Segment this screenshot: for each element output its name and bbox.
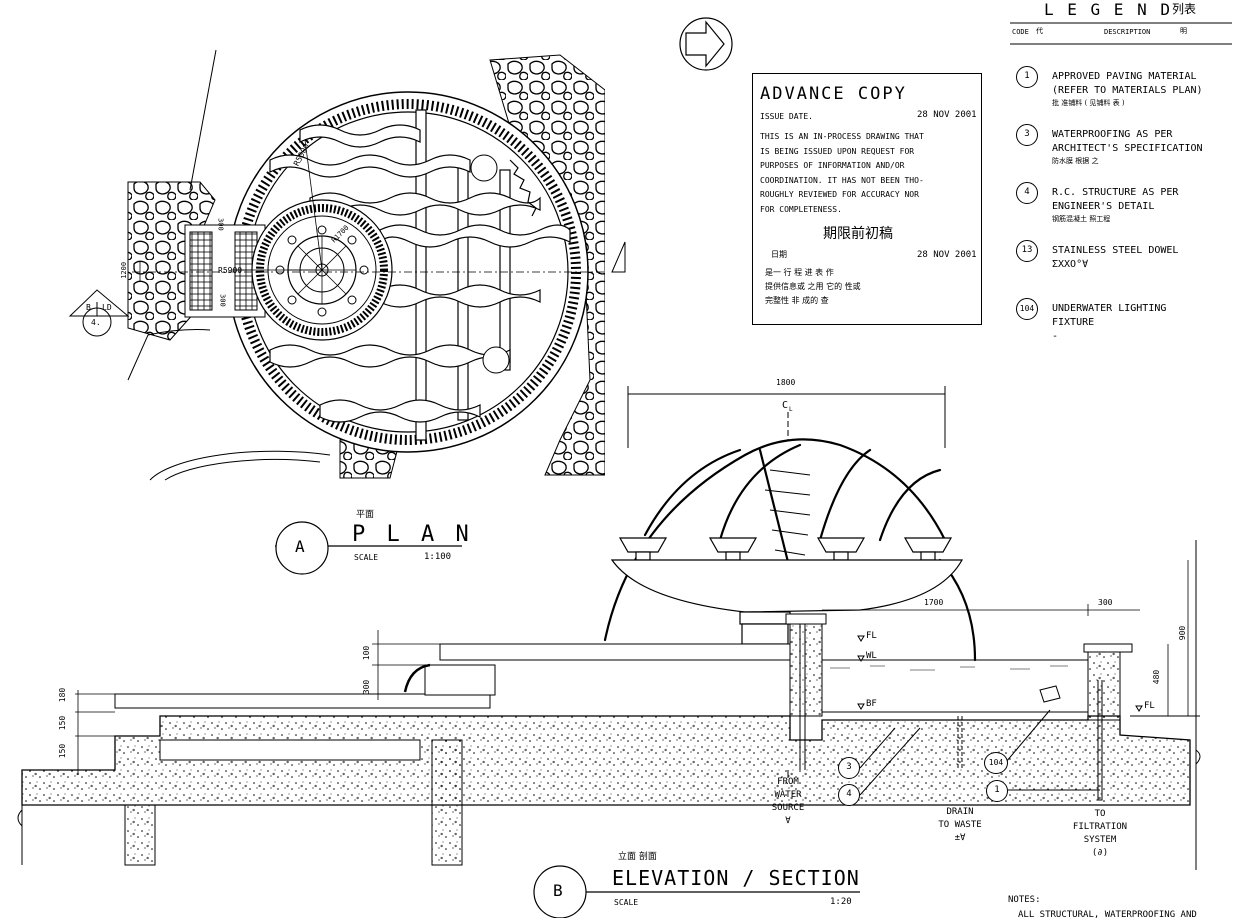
plan-title-cn: 平面 bbox=[356, 510, 375, 520]
filtration-note: TO FILTRATION SYSTEM (∂) bbox=[1072, 809, 1128, 858]
tag-104: 104 bbox=[984, 752, 1008, 774]
level-wl: WL bbox=[866, 651, 877, 661]
advance-copy-box: ADVANCE COPY ISSUE DATE. 28 NOV 2001 THI… bbox=[752, 73, 982, 325]
advance-cn-title: 期限前初稿 bbox=[823, 226, 893, 242]
plan-scale: 1:100 bbox=[424, 552, 452, 562]
dim-100: 100 bbox=[362, 645, 372, 661]
dim-1700: 1700 bbox=[924, 598, 944, 607]
centerline-l: L bbox=[789, 406, 793, 413]
advance-title: ADVANCE COPY bbox=[760, 84, 907, 104]
section-marker-num: 4. bbox=[91, 318, 101, 327]
section-marker-letter: B bbox=[86, 303, 91, 312]
legend-code-tag: 104 bbox=[1016, 298, 1038, 320]
dim-180: 180 bbox=[58, 687, 68, 703]
legend-code-tag: 1 bbox=[1016, 66, 1038, 88]
legend-desc-cn: 明 bbox=[1180, 27, 1187, 35]
section-title: ELEVATION / SECTION bbox=[612, 866, 860, 890]
dim-900: 900 bbox=[1178, 625, 1188, 641]
plan-dim-300b: 300 bbox=[218, 294, 227, 307]
legend-desc-label: DESCRIPTION bbox=[1104, 28, 1151, 36]
centerline-c: C bbox=[782, 400, 789, 411]
section-marker-sheet: LD bbox=[102, 303, 112, 312]
legend-code-tag: 4 bbox=[1016, 182, 1038, 204]
dim-150: 150 bbox=[58, 715, 68, 731]
level-fl-2: FL bbox=[1144, 701, 1155, 711]
legend-code-cn: 代 bbox=[1036, 27, 1043, 35]
tag-4: 4 bbox=[838, 784, 860, 806]
plan-dim-300: 300 bbox=[216, 218, 225, 231]
plan-letter: A bbox=[295, 537, 305, 556]
water-source-note: FROM WATER SOURCE ∀ bbox=[771, 777, 805, 826]
plan-scale-label: SCALE bbox=[354, 553, 379, 562]
level-bf: BF bbox=[866, 699, 877, 709]
section-view bbox=[17, 386, 1201, 870]
advance-cn-body: 是一 行 程 进 表 作 提供信息或 之用 它的 性或 完整性 非 成的 查 bbox=[765, 268, 861, 305]
tag-1: 1 bbox=[986, 780, 1008, 802]
legend-code-label: CODE bbox=[1012, 28, 1029, 36]
dim-300: 300 bbox=[1098, 598, 1113, 607]
level-fl: FL bbox=[866, 631, 877, 641]
dim-480: 480 bbox=[1152, 669, 1162, 685]
notes-label: NOTES: bbox=[1008, 895, 1041, 905]
legend-code-tag: 13 bbox=[1016, 240, 1038, 262]
tag-3: 3 bbox=[838, 757, 860, 779]
plan-view bbox=[127, 54, 605, 481]
advance-body: THIS IS AN IN-PROCESS DRAWING THAT IS BE… bbox=[760, 132, 924, 214]
section-scale: 1:20 bbox=[830, 897, 852, 907]
dim-300b: 300 bbox=[362, 679, 372, 695]
section-scale-label: SCALE bbox=[614, 898, 639, 907]
plan-title: P L A N bbox=[352, 522, 473, 547]
cn-date-label: 日期 bbox=[771, 250, 787, 259]
legend-title: L E G E N D bbox=[1044, 0, 1172, 19]
cn-date: 28 NOV 2001 bbox=[917, 250, 977, 260]
section-title-cn: 立面 剖面 bbox=[618, 852, 657, 862]
plan-r5900: R5900 bbox=[218, 266, 243, 275]
section-letter: B bbox=[553, 881, 563, 900]
dim-150b: 150 bbox=[58, 743, 68, 759]
legend-code-tag: 3 bbox=[1016, 124, 1038, 146]
drain-note: DRAIN TO WASTE ±∀ bbox=[938, 807, 982, 843]
issue-date: 28 NOV 2001 bbox=[917, 110, 977, 120]
notes-text: ALL STRUCTURAL, WATERPROOFING AND bbox=[1018, 910, 1197, 920]
dim-1800: 1800 bbox=[776, 378, 796, 387]
plan-dim-1200: 1200 bbox=[120, 261, 129, 279]
legend-title-cn: 列表 bbox=[1172, 2, 1197, 16]
issue-label: ISSUE DATE. bbox=[760, 112, 813, 121]
